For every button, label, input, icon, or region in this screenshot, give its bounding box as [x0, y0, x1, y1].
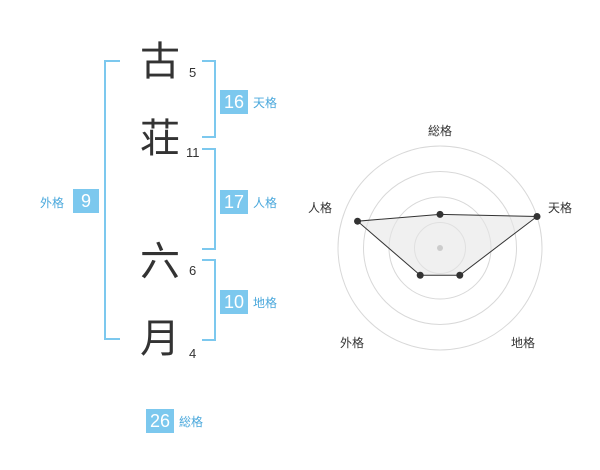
name-char-4: 月 [140, 316, 180, 362]
jinkaku-label: 人格 [253, 196, 278, 210]
name-char-1: 古 [140, 39, 180, 85]
gaikaku-score-box: 9 [73, 189, 99, 213]
name-char-3: 六 [140, 239, 180, 285]
radar-polygon [356, 213, 539, 276]
stroke-count-1: 5 [189, 65, 197, 80]
radar-point-3 [456, 271, 464, 279]
chikaku-score-box: 10 [220, 290, 248, 314]
radar-ring [337, 145, 543, 351]
radar-point-5 [354, 217, 362, 225]
stroke-count-4: 4 [189, 346, 197, 361]
chikaku-bracket [202, 259, 216, 341]
tenkaku-bracket [202, 60, 216, 138]
tenkaku-label: 天格 [253, 96, 278, 110]
gaikaku-label: 外格 [40, 196, 65, 210]
soukaku-score-box: 26 [146, 409, 174, 433]
gaikaku-bracket [104, 60, 120, 340]
radar-ring [388, 196, 492, 300]
radar-point-4 [416, 271, 424, 279]
stroke-count-3: 6 [189, 263, 197, 278]
radar-center-dot [437, 245, 443, 251]
axis-label-gaikaku: 外格 [340, 335, 364, 350]
chikaku-label: 地格 [253, 296, 278, 310]
jinkaku-bracket [202, 148, 216, 250]
tenkaku-score-box: 16 [220, 90, 248, 114]
name-char-2: 荘 [140, 116, 180, 162]
radar-rings [337, 145, 543, 351]
radar-ring [414, 222, 466, 274]
axis-label-jinkaku: 人格 [308, 200, 332, 215]
axis-label-soukaku: 総格 [428, 123, 452, 138]
radar-point-2 [533, 212, 541, 220]
stroke-count-2: 11 [186, 145, 200, 160]
radar-points [354, 210, 541, 279]
radar-ring [363, 171, 517, 325]
jinkaku-score-box: 17 [220, 190, 248, 214]
soukaku-label: 総格 [179, 415, 204, 429]
radar-point-1 [436, 210, 444, 218]
axis-label-chikaku: 地格 [511, 335, 535, 350]
axis-label-tenkaku: 天格 [548, 200, 572, 215]
